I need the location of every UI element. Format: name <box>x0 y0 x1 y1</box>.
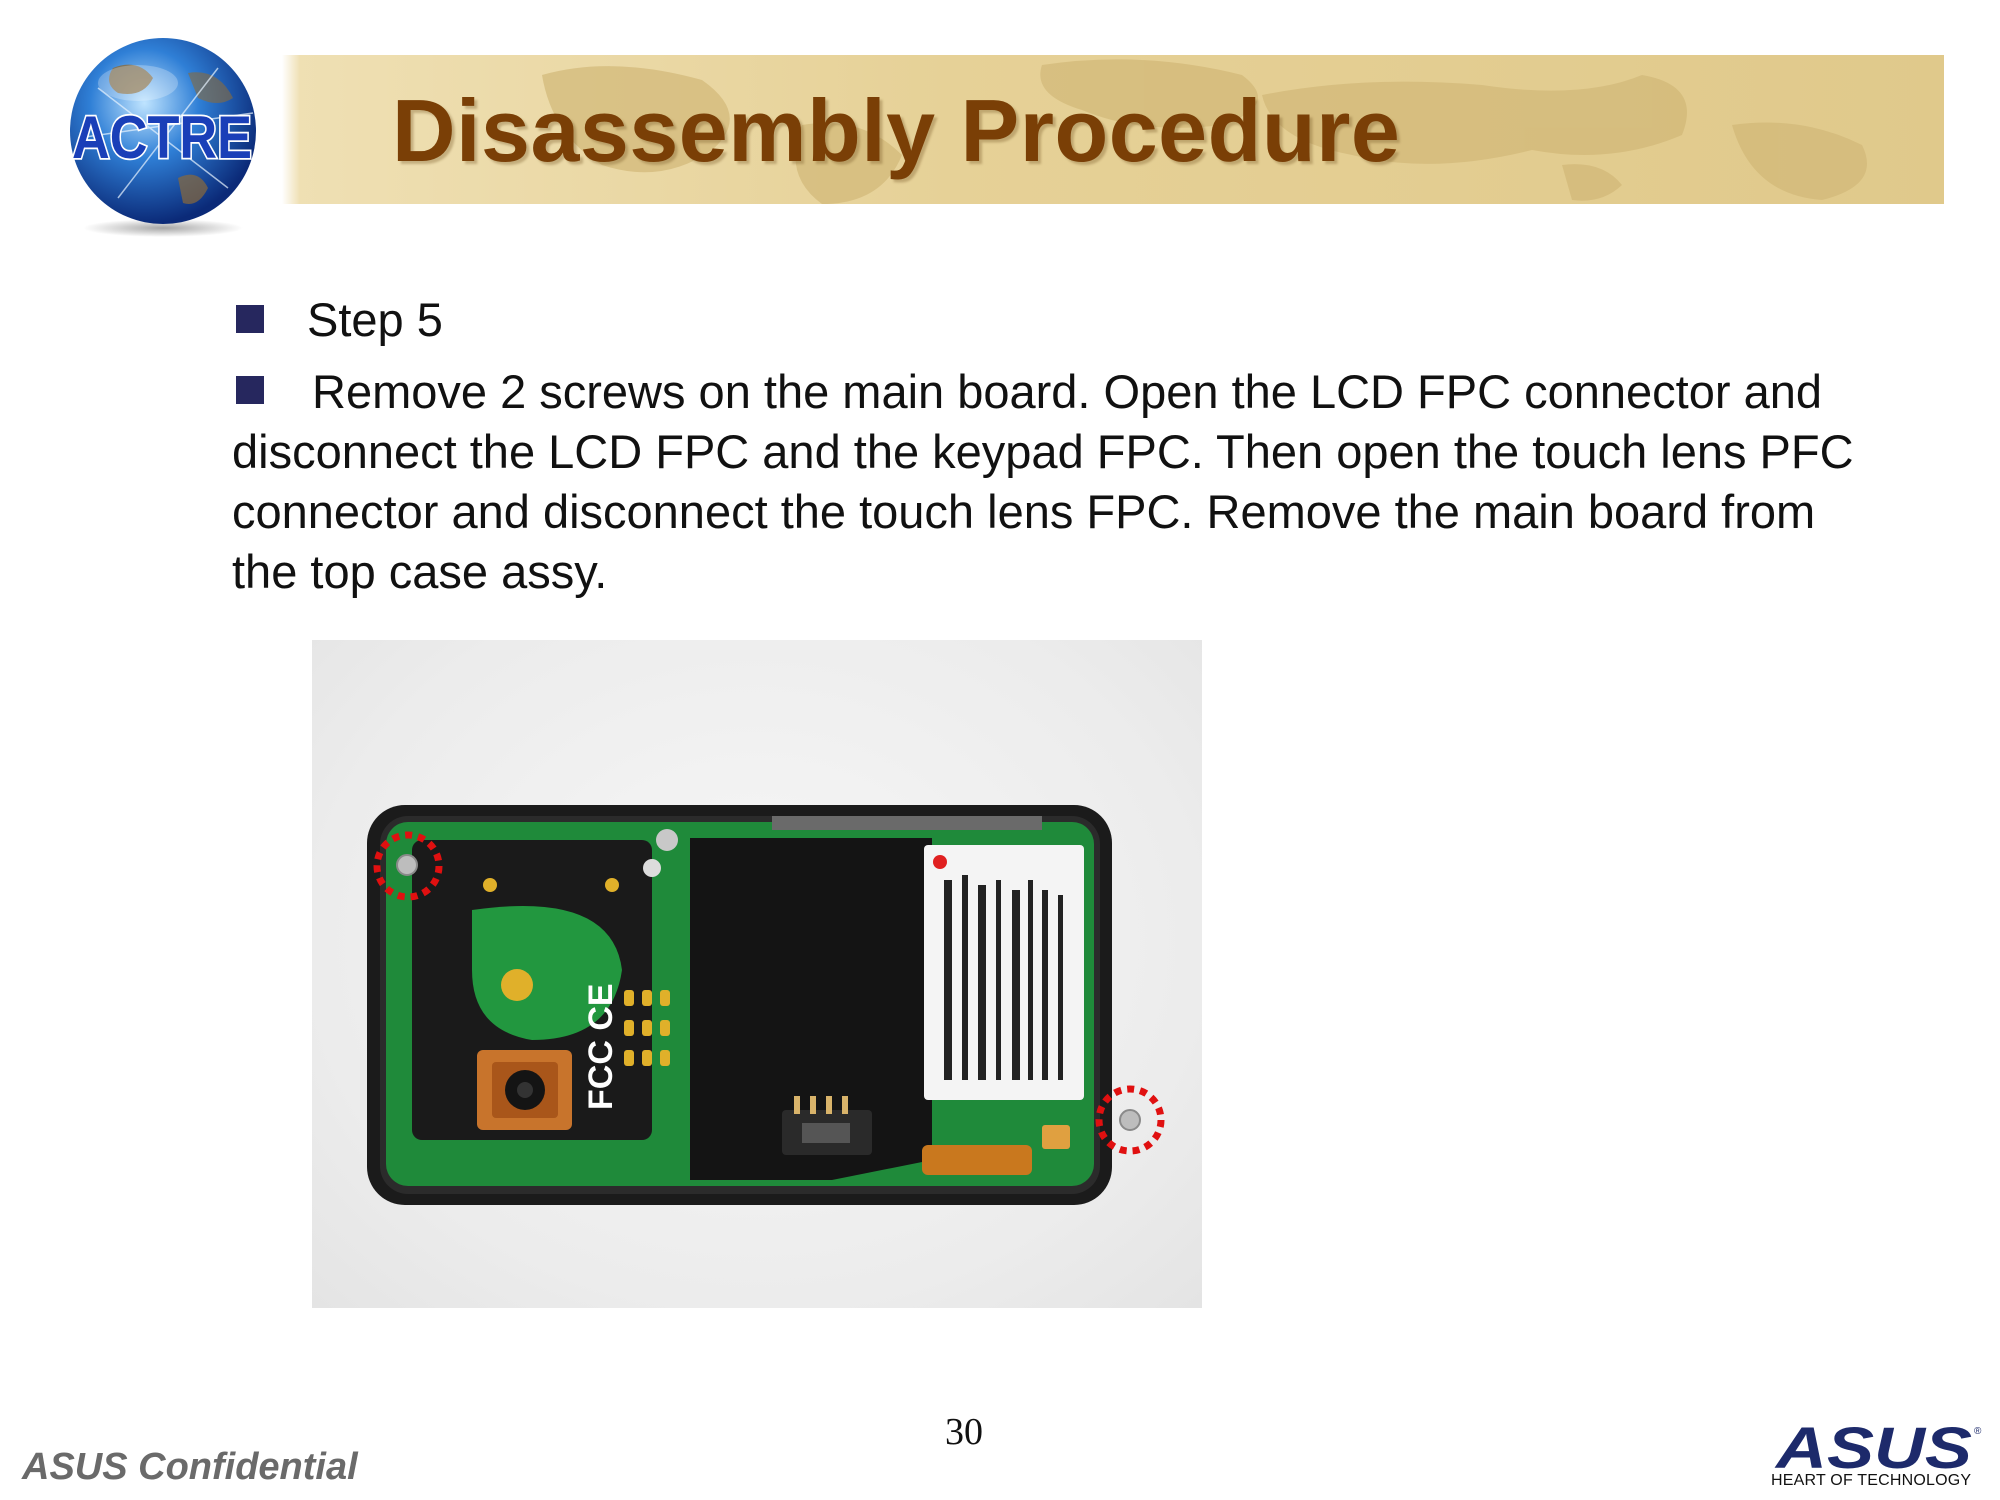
step-label: Step 5 <box>307 293 443 346</box>
instruction-text: Remove 2 screws on the main board. Open … <box>232 362 1892 602</box>
page-number: 30 <box>945 1411 983 1453</box>
instruction-body: Remove 2 screws on the main board. Open … <box>232 365 1854 598</box>
bullet-marker <box>236 305 264 333</box>
confidential-label: ASUS Confidential <box>22 1446 358 1488</box>
svg-text:FCC CE: FCC CE <box>582 983 620 1110</box>
asus-logo: ASUS ® <box>1774 1418 1982 1481</box>
main-board-illustration: FCC CE <box>367 805 1165 1205</box>
page-title: Disassembly Procedure <box>392 81 1401 180</box>
main-board-photo: FCC CE <box>312 640 1202 1308</box>
bullet-marker <box>236 376 264 404</box>
screw-highlight-left <box>373 831 443 901</box>
logo-text: ACTRE <box>72 104 252 171</box>
asus-tagline: HEART OF TECHNOLOGY <box>1771 1472 1972 1489</box>
asus-logo-text: ASUS <box>1774 1418 1973 1481</box>
world-map-decoration <box>542 59 1867 204</box>
screw-highlight-right <box>1095 1085 1165 1155</box>
title-banner <box>282 55 1944 204</box>
actre-globe-logo: ACTRE <box>70 38 256 237</box>
svg-text:®: ® <box>1974 1426 1982 1437</box>
